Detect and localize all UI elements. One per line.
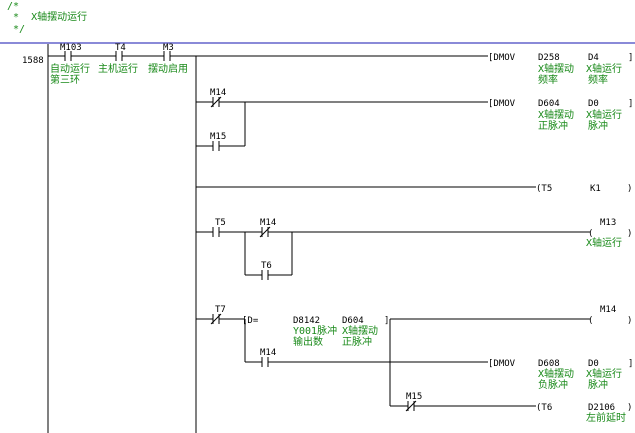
operand-comment: X轴运行 — [586, 367, 622, 380]
contact-comment: 主机运行 — [98, 62, 138, 75]
rung-2[interactable]: M14 M15 [DMOV D604 X轴摆动 正脉冲 D0 X轴运行 脉冲 ] — [196, 88, 633, 151]
operand-comment: X轴运行 — [586, 108, 622, 121]
branch-device: M15 — [406, 392, 422, 402]
instr-operand: D258 — [538, 53, 560, 63]
operand-comment: X轴摆动 — [538, 62, 574, 75]
operand-comment: X轴摆动 — [538, 108, 574, 121]
operand-comment: 频率 — [538, 73, 558, 86]
contact-device: M3 — [163, 43, 174, 53]
operand-comment: 输出数 — [293, 335, 323, 348]
operand-comment: X轴摆动 — [538, 367, 574, 380]
coil-device: M14 — [600, 305, 616, 315]
coil-close: ) — [627, 403, 632, 413]
compare-operand: D604 — [342, 316, 364, 326]
contact-device: T7 — [215, 305, 226, 315]
coil-comment: 左前延时 — [586, 411, 626, 424]
contact-comment: 摆动启用 — [148, 62, 188, 75]
step-number: 1588 — [22, 56, 44, 66]
coil-comment: X轴运行 — [586, 236, 622, 249]
instr-operand: D604 — [538, 99, 560, 109]
comment-line-2: * X轴摆动运行 — [7, 12, 88, 23]
coil-device: M13 — [600, 218, 616, 228]
operand-comment: 负脉冲 — [538, 378, 568, 391]
instr-operand: D4 — [588, 53, 599, 63]
coil-value: D2106 — [588, 403, 615, 413]
instr-operand: D0 — [588, 359, 599, 369]
instr-op: [DMOV — [488, 53, 516, 63]
coil-open: (T5 — [536, 184, 552, 194]
contact-comment: 自动运行 — [50, 62, 90, 75]
comment-line-3: */ — [7, 24, 26, 35]
comment-block: /* * X轴摆动运行 */ — [0, 0, 635, 44]
contact-device: M14 — [210, 88, 226, 98]
operand-comment: X轴摆动 — [342, 324, 378, 337]
instr-operand: D0 — [588, 99, 599, 109]
branch-device: M15 — [210, 132, 226, 142]
coil-open: ( — [588, 316, 593, 326]
operand-comment: Y001脉冲 — [293, 324, 337, 337]
operand-comment: 脉冲 — [588, 378, 608, 391]
coil-open: (T6 — [536, 403, 552, 413]
instr-operand: D608 — [538, 359, 560, 369]
coil-value: K1 — [590, 184, 601, 194]
instr-op: [DMOV — [488, 99, 516, 109]
contact-device: T5 — [215, 218, 226, 228]
rung-1[interactable]: M103 T4 M3 自动运行 第三环 主机运行 摆动启用 [DMOV D258… — [48, 43, 633, 86]
rung-4[interactable]: T5 M14 T6 ( M13 X轴运行 ) — [196, 218, 632, 280]
contact-device: T4 — [115, 43, 126, 53]
operand-comment: 正脉冲 — [342, 335, 372, 348]
contact-device: M103 — [60, 43, 82, 53]
operand-comment: X轴运行 — [586, 62, 622, 75]
contact-comment: 第三环 — [50, 73, 80, 86]
instr-close: ] — [628, 53, 633, 63]
coil-open: ( — [588, 229, 593, 239]
contact-device: M14 — [260, 218, 276, 228]
operand-comment: 正脉冲 — [538, 119, 568, 132]
coil-close: ) — [627, 316, 632, 326]
comment-line-1: /* — [7, 1, 20, 12]
compare-operand: D8142 — [293, 316, 320, 326]
compare-op: [D= — [242, 316, 259, 326]
operand-comment: 脉冲 — [588, 119, 608, 132]
rung-5[interactable]: T7 [D= D8142 Y001脉冲 输出数 D604 X轴摆动 正脉冲 ] … — [196, 305, 633, 424]
coil-close: ) — [627, 229, 632, 239]
instr-close: ] — [628, 359, 633, 369]
compare-close: ] — [384, 316, 389, 326]
branch-device: M14 — [260, 348, 276, 358]
rung-3[interactable]: (T5 K1 ) — [196, 184, 632, 194]
branch-device: T6 — [261, 261, 272, 271]
coil-close: ) — [627, 184, 632, 194]
instr-op: [DMOV — [488, 359, 516, 369]
instr-close: ] — [628, 99, 633, 109]
operand-comment: 频率 — [588, 73, 608, 86]
